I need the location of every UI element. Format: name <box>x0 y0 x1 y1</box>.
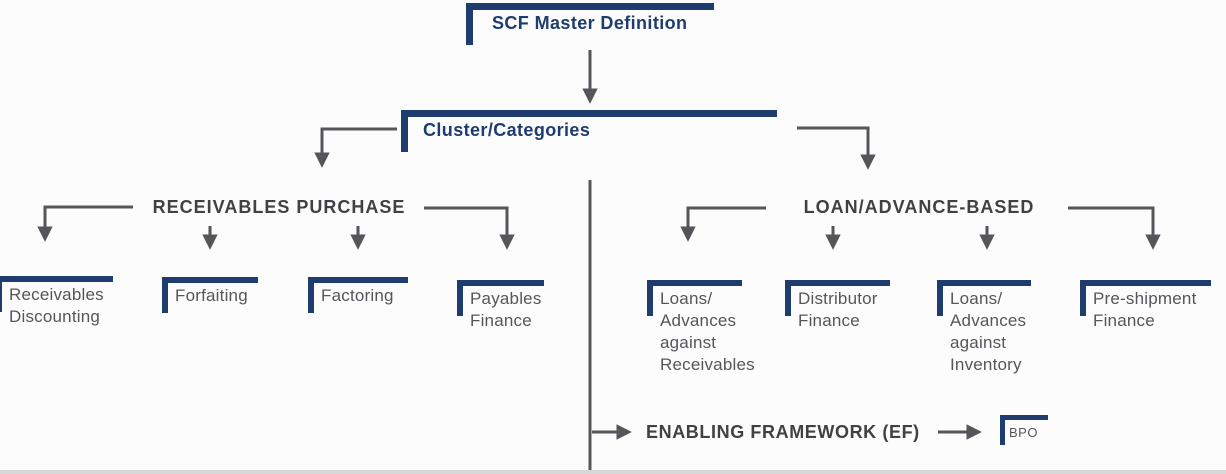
node-payables-finance: Payables Finance <box>457 280 544 332</box>
node-bpo: BPO <box>1000 415 1048 445</box>
connector-cluster-to-receivables-purchase <box>314 127 397 168</box>
node-distributor-finance: Distributor Finance <box>785 280 890 332</box>
bracket-left-tick <box>401 110 408 152</box>
node-cluster-categories: Cluster/Categories <box>401 110 777 152</box>
node-label: SCF Master Definition <box>492 13 688 33</box>
connector-rp-to-payables-finance <box>424 206 515 250</box>
bracket-left-tick <box>1080 280 1086 316</box>
node-label: Loans/ Advances against Receivables <box>660 289 755 374</box>
connector-lb-to-loans-advances-receivables <box>680 206 766 242</box>
connector-lb-to-pre-shipment-finance <box>1068 206 1161 250</box>
image-bottom-edge <box>0 470 1226 474</box>
bracket-left-tick <box>1000 415 1005 445</box>
bracket-top-bar <box>457 280 544 286</box>
category-loan-advance-based: LOAN/ADVANCE-BASED <box>803 197 1035 217</box>
bracket-left-tick <box>937 280 943 316</box>
bracket-top-bar <box>466 3 714 10</box>
node-label: Forfaiting <box>175 286 248 305</box>
bracket-top-bar <box>1080 280 1211 286</box>
bracket-top-bar <box>162 277 258 283</box>
bracket-left-tick <box>785 280 791 316</box>
bracket-top-bar <box>937 280 1031 286</box>
bracket-left-tick <box>466 3 473 45</box>
bracket-left-tick <box>647 280 653 316</box>
node-factoring: Factoring <box>308 277 408 313</box>
bracket-left-tick <box>0 276 2 312</box>
bracket-top-bar <box>308 277 408 283</box>
node-label: Receivables Discounting <box>9 285 104 326</box>
connector-cluster-to-loan-advance-based <box>797 126 876 170</box>
connector-rp-to-receivables-discounting <box>37 205 133 242</box>
node-label: Loans/ Advances against Inventory <box>950 289 1027 374</box>
bracket-top-bar <box>401 110 777 117</box>
node-label: BPO <box>1009 425 1038 440</box>
node-forfaiting: Forfaiting <box>162 277 258 313</box>
node-pre-shipment-finance: Pre-shipment Finance <box>1080 280 1211 332</box>
bracket-left-tick <box>308 277 314 313</box>
bracket-top-bar <box>647 280 742 286</box>
node-label: Payables Finance <box>470 289 542 330</box>
bracket-left-tick <box>457 280 463 316</box>
bracket-top-bar <box>0 276 113 282</box>
node-loans-advances-against-inventory: Loans/ Advances against Inventory <box>937 280 1031 376</box>
bracket-left-tick <box>162 277 168 313</box>
bracket-top-bar <box>1000 415 1048 420</box>
enabling-framework-label: ENABLING FRAMEWORK (EF) <box>646 422 920 442</box>
node-label: Distributor Finance <box>798 289 878 330</box>
bracket-top-bar <box>785 280 890 286</box>
node-scf-master-definition: SCF Master Definition <box>466 3 714 45</box>
node-label: Factoring <box>321 286 394 305</box>
category-receivables-purchase: RECEIVABLES PURCHASE <box>152 197 406 217</box>
node-loans-advances-against-receivables: Loans/ Advances against Receivables <box>647 280 755 376</box>
node-receivables-discounting: Receivables Discounting <box>0 276 113 328</box>
node-label: Cluster/Categories <box>423 120 591 140</box>
node-label: Pre-shipment Finance <box>1093 289 1197 330</box>
